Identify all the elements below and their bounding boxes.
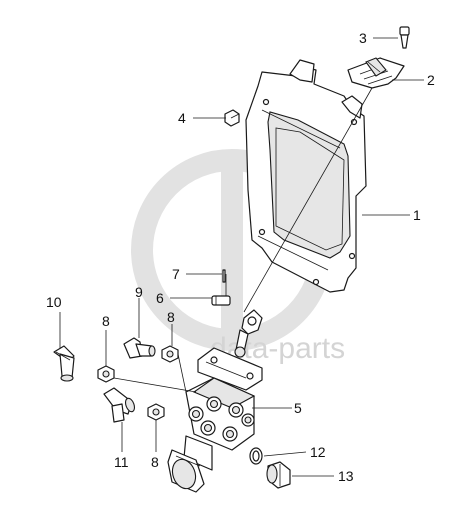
callout-12: 12 <box>310 444 326 460</box>
callout-6: 6 <box>156 290 164 306</box>
part-6-plug <box>211 295 231 306</box>
part-5-valve-body <box>167 347 263 493</box>
part-7-pin <box>222 269 226 283</box>
callout-labels: 3 2 4 1 7 6 10 9 8 8 5 12 11 8 13 <box>46 30 435 484</box>
callout-10: 10 <box>46 294 62 310</box>
part-8-nut-a <box>97 365 115 383</box>
callout-8-b: 8 <box>167 309 175 325</box>
part-8-nut-c <box>147 403 165 421</box>
part-1-mounting-bracket <box>245 59 367 293</box>
part-4-bolt <box>224 109 240 127</box>
callout-3: 3 <box>359 30 367 46</box>
part-9-elbow-fitting <box>123 337 156 359</box>
callout-11: 11 <box>114 454 129 470</box>
callout-9: 9 <box>135 284 143 300</box>
leader-lines <box>59 37 424 477</box>
part-2-bracket-plate <box>347 57 405 89</box>
callout-4: 4 <box>178 110 186 126</box>
callout-2: 2 <box>427 72 435 88</box>
callout-7: 7 <box>172 266 180 282</box>
callout-8-c: 8 <box>151 454 159 470</box>
callout-5: 5 <box>294 400 302 416</box>
part-10-elbow-fitting <box>53 345 75 382</box>
watermark-logo-bar <box>221 155 243 345</box>
callout-13: 13 <box>338 468 354 484</box>
callout-1: 1 <box>413 207 421 223</box>
callout-8-a: 8 <box>102 313 110 329</box>
part-3-screw <box>399 26 410 49</box>
part-11-elbow-fitting <box>103 387 136 423</box>
part-12-o-ring <box>249 447 263 465</box>
part-8-nut-b <box>161 345 179 363</box>
part-13-fitting <box>266 461 291 489</box>
linkage-arm <box>234 309 263 358</box>
